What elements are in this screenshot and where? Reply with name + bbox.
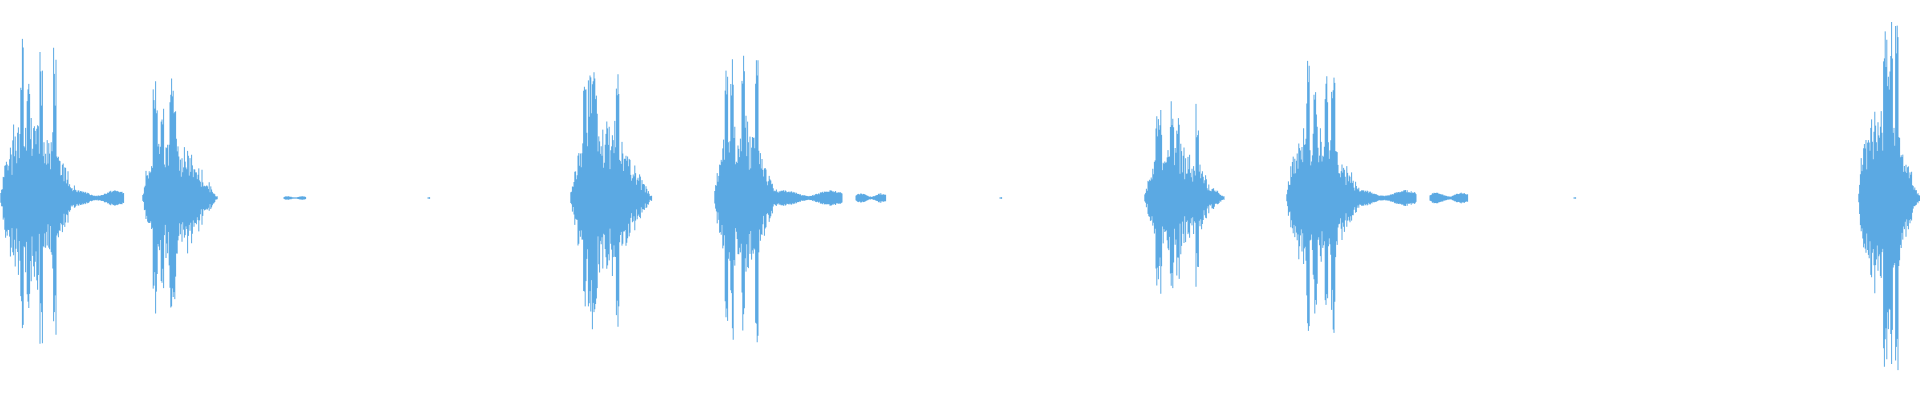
waveform-tail (1573, 197, 1577, 199)
waveform-burst-path (1286, 60, 1365, 333)
waveform-burst (714, 55, 781, 343)
waveform-burst-path (570, 72, 653, 330)
waveform-bursts (0, 22, 1920, 371)
waveform-burst (1286, 60, 1365, 333)
waveform-burst (0, 38, 81, 344)
waveform-tail (1429, 192, 1469, 204)
waveform-burst-path (714, 55, 781, 343)
waveform-burst-path (0, 38, 81, 344)
waveform-tail (773, 190, 843, 206)
waveform-burst (142, 78, 218, 314)
waveform-burst-path (1144, 101, 1225, 294)
waveform-tail (427, 197, 431, 199)
waveform-burst (570, 72, 653, 330)
waveform-tail (283, 196, 307, 200)
waveform-burst-path (1858, 22, 1920, 371)
waveform-burst (1858, 22, 1920, 371)
waveform-burst-path (142, 78, 218, 314)
waveform-burst (1144, 101, 1225, 294)
waveform-tail (855, 193, 887, 203)
waveform-tail (999, 197, 1003, 199)
